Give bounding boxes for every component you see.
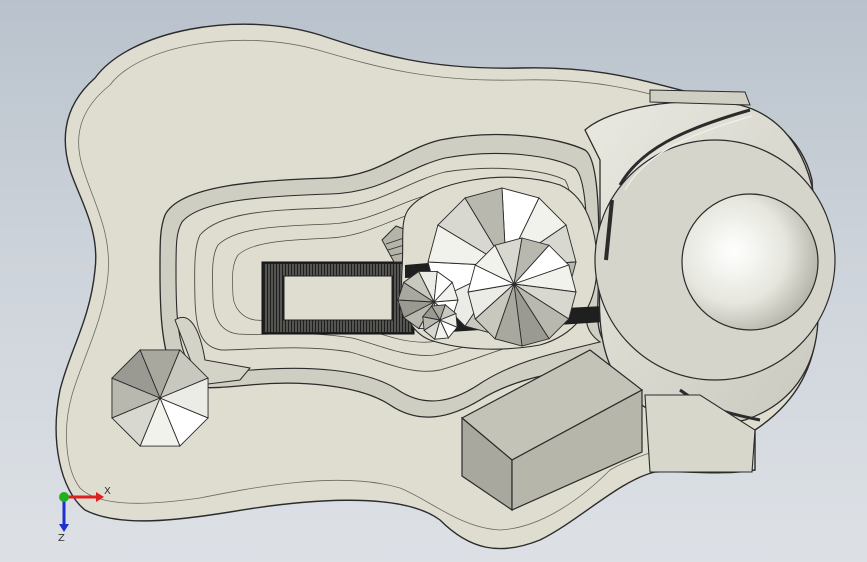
dome-entry: [649, 89, 751, 106]
base-inner-edge: [66, 39, 807, 531]
roof-facet: [158, 377, 209, 419]
dome-annex: [644, 394, 756, 473]
gazebo-roof-small-b: [421, 304, 458, 340]
dome-rail-top-inner: [624, 115, 753, 191]
roof-facet: [432, 281, 459, 303]
pool-inner: [283, 275, 393, 321]
roof-facet: [513, 237, 550, 286]
triad-z-label: Z: [58, 533, 65, 544]
gazebo-roof-left: [111, 349, 209, 447]
triad-y-origin: [59, 492, 69, 502]
triad-x-label: X: [104, 486, 111, 497]
coordinate-triad: X Z: [58, 486, 111, 544]
gazebo-roof-medium: [467, 237, 577, 347]
dome-cap: [681, 193, 819, 331]
triad-x-arrow: [96, 492, 104, 502]
triad-z-arrow: [59, 524, 69, 532]
block-building-side: [511, 388, 643, 511]
roof-facet: [438, 312, 458, 329]
dome-rail-top: [618, 108, 751, 186]
dome-rail-left: [604, 199, 614, 261]
